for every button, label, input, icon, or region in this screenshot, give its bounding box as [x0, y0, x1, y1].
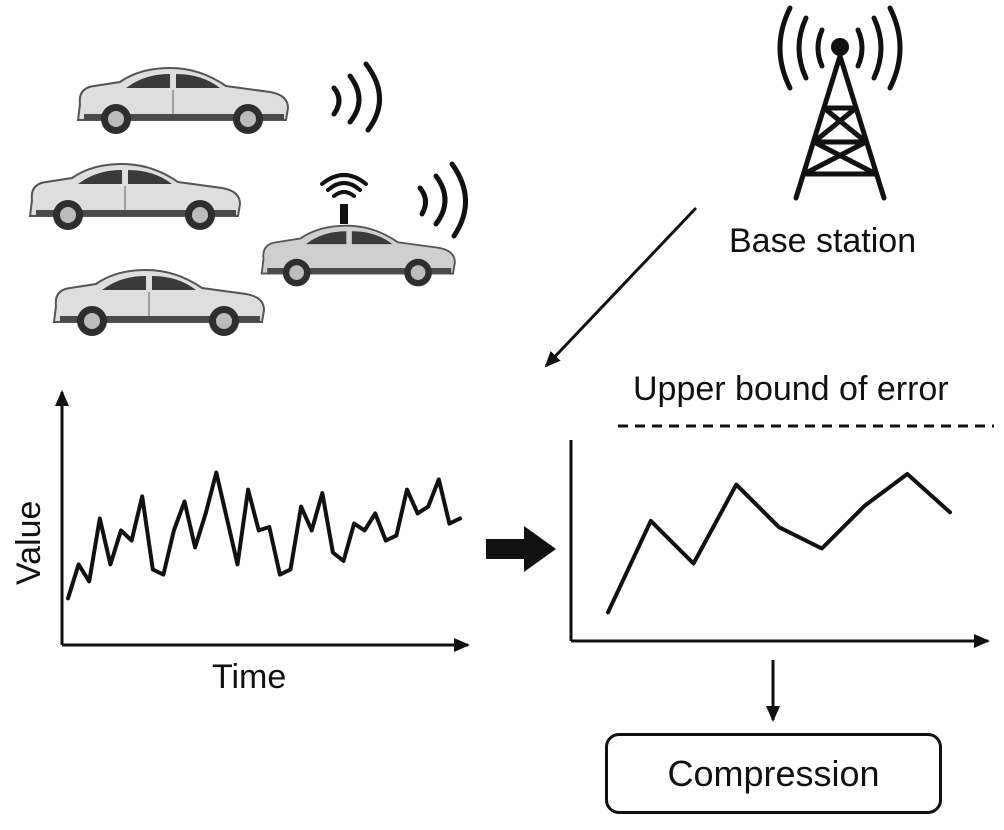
wireless-signal-icon [417, 161, 468, 239]
wireless-signal-icon [331, 61, 382, 133]
transform-arrow [486, 526, 556, 572]
car-icon [77, 67, 289, 135]
x-axis-label: Time [212, 658, 287, 696]
raw-chart-axes [55, 390, 470, 652]
uplink-arrow [544, 206, 698, 368]
compressed-chart-axes [569, 440, 990, 648]
car-icon [53, 269, 265, 337]
compression-label: Compression [667, 752, 880, 794]
connected-car-icon [260, 224, 456, 287]
antenna-icon [320, 173, 368, 224]
compressed-series-line [606, 472, 952, 615]
raw-series-line [66, 470, 462, 601]
car-icon [29, 163, 241, 231]
base-station-label: Base station [729, 222, 917, 260]
compression-box: Compression [605, 733, 942, 814]
radio-tower-icon [777, 5, 903, 201]
error-bound-label: Upper bound of error [633, 370, 949, 408]
y-axis-label: Value [10, 500, 48, 585]
